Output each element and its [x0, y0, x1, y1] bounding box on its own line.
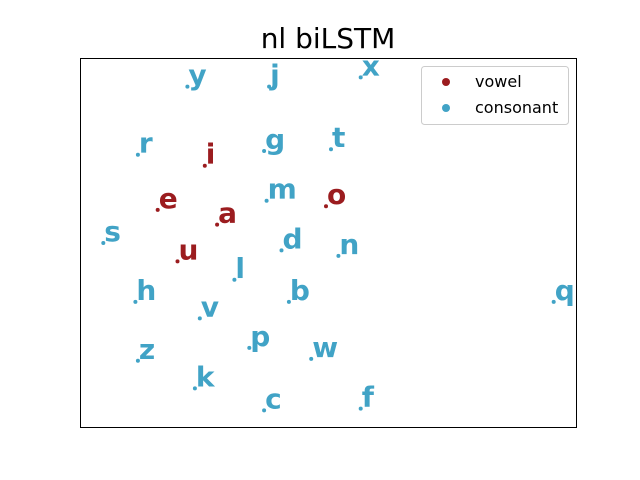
point-label-h: h [136, 274, 156, 307]
point-m [264, 198, 269, 203]
point-label-d: d [283, 222, 303, 255]
point-label-b: b [290, 274, 310, 307]
point-i [202, 163, 207, 168]
point-s [101, 241, 106, 245]
legend-marker-vowel [442, 78, 450, 86]
point-label-j: j [269, 59, 280, 92]
legend-label-consonant: consonant [475, 98, 558, 117]
point-label-p: p [250, 320, 270, 353]
legend-label-vowel: vowel [475, 72, 522, 91]
point-label-v: v [201, 290, 219, 323]
point-label-m: m [268, 173, 297, 206]
point-label-r: r [139, 127, 153, 160]
point-label-q: q [555, 274, 575, 307]
point-e [155, 207, 160, 212]
point-label-o: o [327, 178, 346, 211]
point-c [262, 408, 267, 413]
point-l [232, 277, 237, 282]
point-o [324, 204, 328, 209]
point-label-c: c [265, 382, 282, 415]
plot-frame [80, 58, 577, 428]
point-label-g: g [265, 123, 285, 156]
scatter-marks: ie a o u y j x r g t m s d n l h b v q p z w k c f [101, 49, 575, 415]
point-t [329, 147, 333, 152]
point-label-z: z [139, 333, 155, 366]
point-d [279, 248, 284, 253]
point-label-i: i [206, 138, 216, 171]
point-label-k: k [196, 360, 216, 393]
point-r [135, 152, 140, 157]
point-h [133, 299, 138, 304]
point-g [262, 149, 267, 153]
point-label-f: f [362, 381, 375, 414]
point-label-y: y [188, 59, 206, 92]
point-k [192, 386, 197, 391]
point-a [215, 222, 220, 227]
point-z [135, 358, 140, 363]
point-p [247, 345, 252, 350]
point-label-x: x [362, 49, 380, 82]
point-u [175, 259, 180, 264]
chart-title: nl biLSTM [261, 22, 396, 55]
point-label-s: s [104, 215, 121, 248]
point-label-n: n [339, 228, 359, 261]
point-j [267, 84, 272, 89]
point-label-u: u [179, 233, 199, 266]
legend-box [421, 66, 569, 125]
point-b [286, 299, 291, 304]
point-label-l: l [235, 252, 245, 285]
point-label-a: a [218, 197, 237, 230]
point-n [336, 253, 341, 258]
legend-marker-consonant [442, 104, 450, 112]
legend: vowel consonant [421, 66, 569, 125]
point-label-w: w [312, 331, 338, 364]
point-y [185, 84, 190, 89]
point-f [358, 406, 363, 411]
point-label-t: t [332, 121, 345, 154]
point-label-e: e [159, 182, 178, 215]
point-q [551, 299, 556, 304]
point-w [309, 356, 314, 361]
point-x [358, 75, 363, 80]
point-v [197, 316, 202, 321]
